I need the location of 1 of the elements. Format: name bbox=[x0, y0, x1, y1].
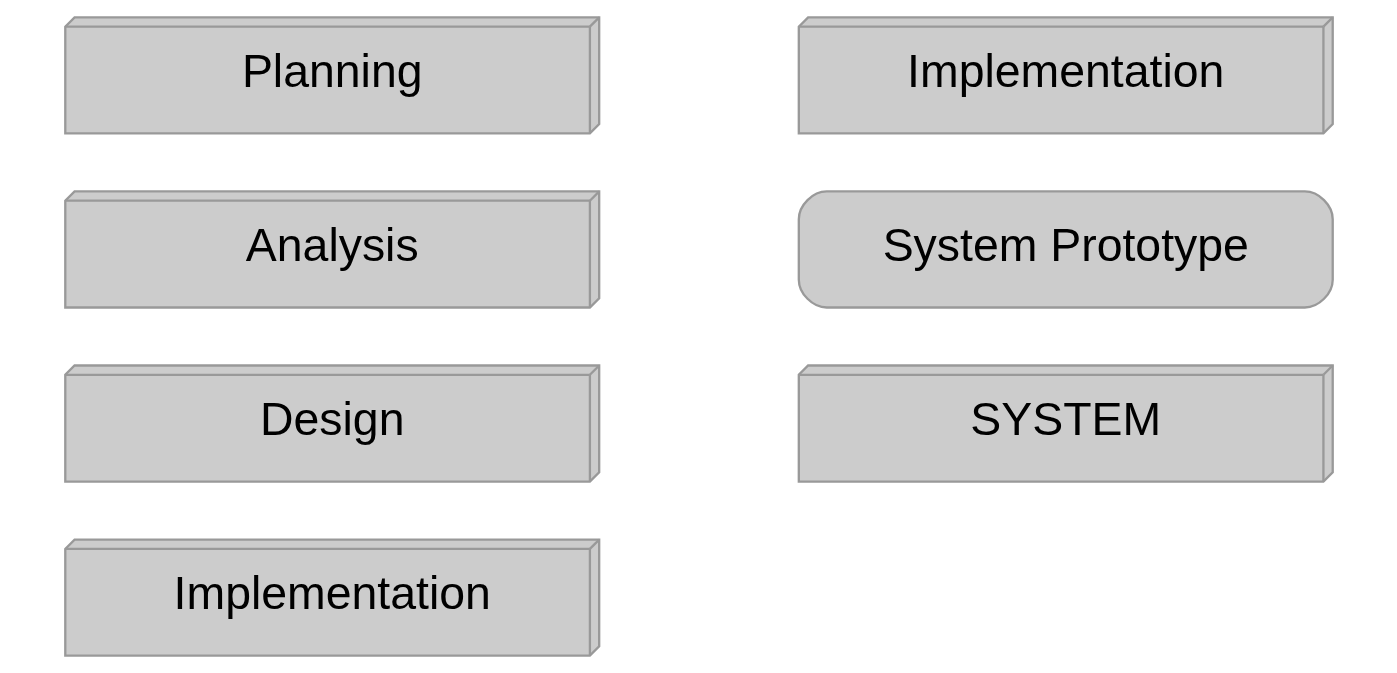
node-box: System Prototype bbox=[797, 190, 1334, 309]
